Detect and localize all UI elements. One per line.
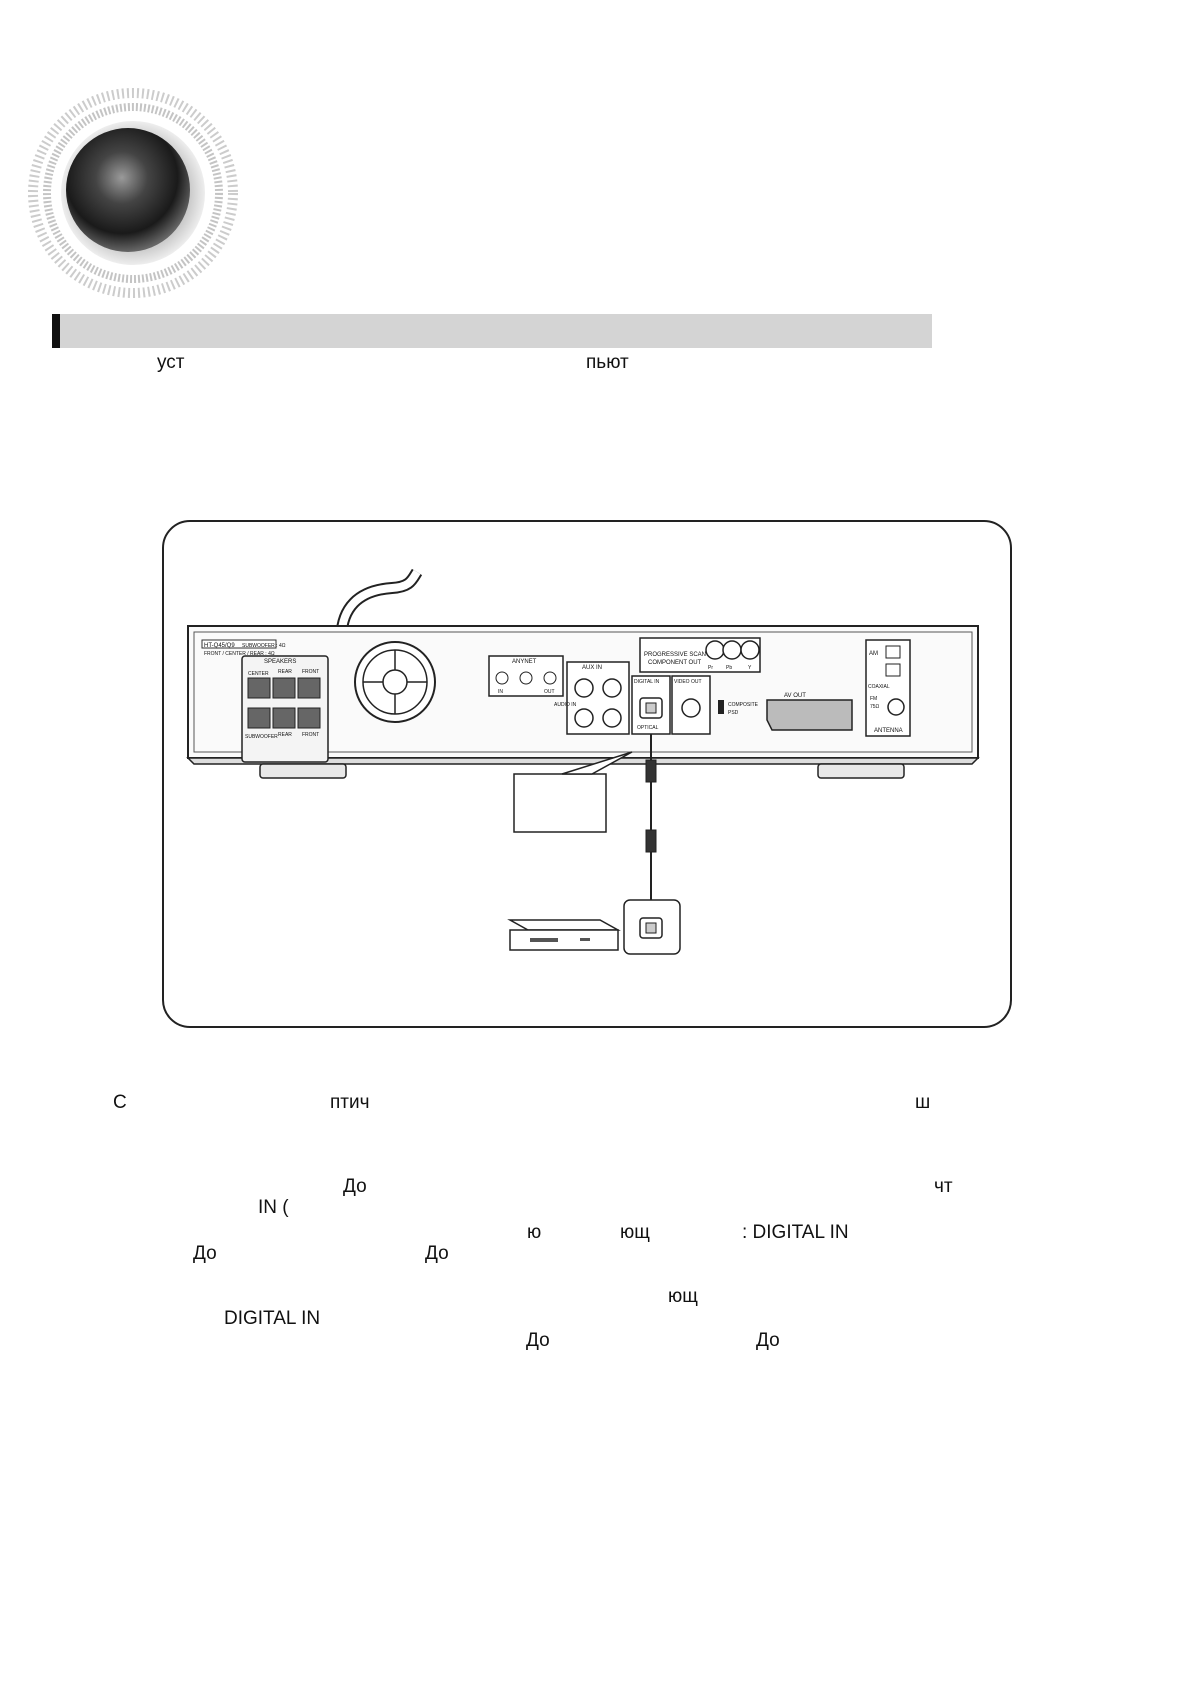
antenna-label: ANTENNA [874,728,903,734]
audio-in-label: AUDIO IN [554,702,577,708]
body-line7-frag1: DIGITAL IN [224,1308,321,1329]
intro-fragment-2: пьют [586,352,629,373]
subwoofer-label: SUBWOOFER [245,734,278,740]
coaxial-label: COAXIAL [868,684,890,690]
body-line4-frag1: ю [527,1222,542,1243]
anynet-label: ANYNET [512,659,537,665]
section-heading-bar [52,314,932,348]
anynet-in-label: IN [498,689,503,695]
pb-label: Pb [726,665,732,671]
body-line4-frag3: : DIGITAL IN [742,1222,849,1243]
section-heading-marker [52,314,60,348]
body-line5-frag1: До [193,1243,217,1264]
pr-label: Pr [708,665,713,671]
body-line8-frag1: До [526,1330,550,1351]
body-line2-frag2: чт [934,1176,953,1197]
fm-ohm-label: 75Ω [870,704,880,710]
intro-fragment-1: уст [157,352,185,373]
body-line6-frag1: ющ [668,1286,698,1307]
body-line4-frag2: ющ [620,1222,650,1243]
speaker-logo-icon [28,88,238,298]
body-line1-frag2: птич [330,1092,370,1113]
sub-spec-label: SUBWOOFER : 4Ω [242,643,286,649]
anynet-out-label: OUT [544,689,555,695]
optical-label: OPTICAL [637,725,659,731]
psd-label: PSD [728,710,739,716]
digital-in-label: DIGITAL IN [634,679,660,685]
fm-label: FM [870,696,877,702]
center-label: CENTER [248,671,269,677]
front-label-bottom: FRONT [302,732,319,738]
rear-label-top: REAR [278,669,292,675]
video-out-label: VIDEO OUT [674,679,702,685]
body-line5-frag2: До [425,1243,449,1264]
connection-diagram: HT-Q45/Q9 SUBWOOFER : 4Ω FRONT / CENTER … [186,568,980,955]
body-line8-frag2: До [756,1330,780,1351]
y-label: Y [748,665,752,671]
model-label: HT-Q45/Q9 [204,643,235,649]
component-out-label: COMPONENT OUT [648,660,702,666]
speakers-label: SPEAKERS [264,659,296,665]
body-line3-frag1: IN ( [258,1197,289,1218]
composite-label: COMPOSITE [728,702,759,708]
front-spec-label: FRONT / CENTER / REAR : 4Ω [204,651,275,657]
prog-scan-label: PROGRESSIVE SCAN [644,652,706,658]
am-label: AM [869,651,878,657]
body-line2-frag1: До [343,1176,367,1197]
body-line1-frag3: ш [915,1092,931,1113]
av-out-label: AV OUT [784,693,806,699]
rear-label-bottom: REAR [278,732,292,738]
body-line1-frag1: С [113,1092,127,1113]
front-label-top: FRONT [302,669,319,675]
aux-in-label: AUX IN [582,665,602,671]
